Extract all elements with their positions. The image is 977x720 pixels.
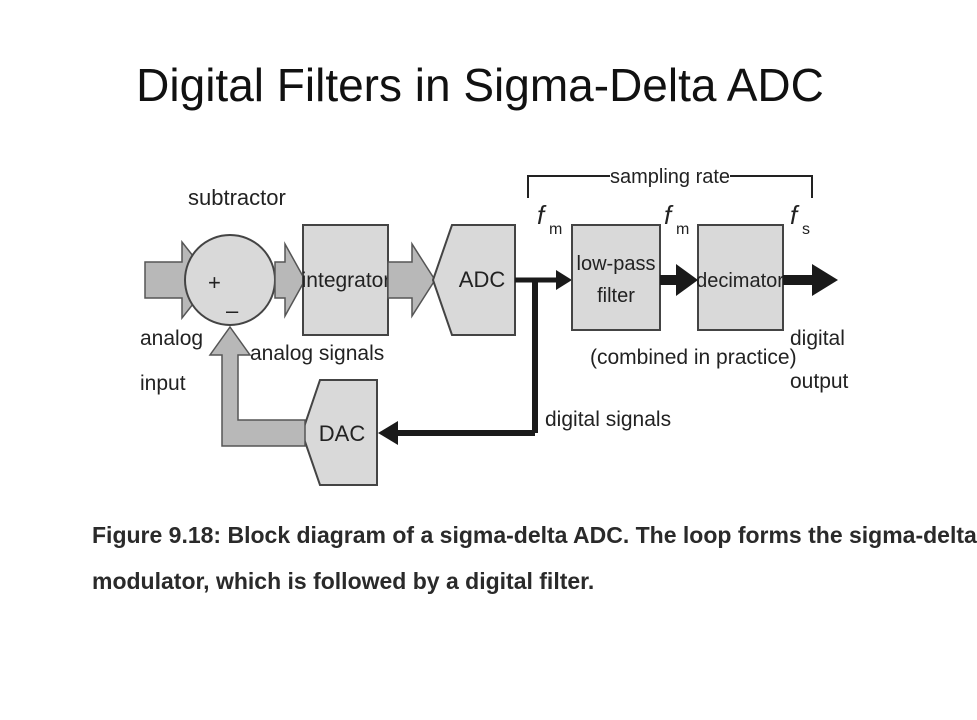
fs-label: f: [790, 200, 800, 230]
plus-sign: +: [208, 270, 221, 295]
analog-input-label-line2: input: [140, 372, 186, 395]
adc-block: [431, 224, 516, 336]
sampling-rate-label: sampling rate: [610, 166, 730, 188]
slide-title: Digital Filters in Sigma-Delta ADC: [136, 59, 824, 111]
analog-signals-label: analog signals: [250, 342, 384, 365]
fm-label-adc: f: [537, 200, 547, 230]
figure-caption: Figure 9.18: Block diagram of a sigma-de…: [92, 512, 977, 604]
decimator-label: decimator: [696, 270, 784, 292]
lowpass-label-line2: filter: [597, 285, 635, 307]
fm-sub-adc: m: [549, 221, 562, 238]
digital-feedback-arrowhead: [378, 421, 398, 445]
lowpass-output-arrowhead: [676, 264, 698, 296]
integrator-block: [302, 224, 389, 336]
fm-sub-filter: m: [676, 221, 689, 238]
analog-input-label-line1: analog: [140, 327, 203, 350]
decimator-block: [697, 224, 784, 331]
caption-line-2: modulator, which is followed by a digita…: [92, 568, 595, 594]
digital-signals-label: digital signals: [545, 408, 671, 431]
arrow-to-adc: [387, 241, 436, 319]
digital-output-label-line1: digital: [790, 327, 845, 350]
lowpass-filter-block: [571, 224, 661, 331]
lowpass-label-line1: low-pass: [577, 253, 656, 275]
sampling-rate-bracket: [527, 175, 813, 198]
adc-label: ADC: [459, 267, 506, 292]
caption-line-1: Figure 9.18: Block diagram of a sigma-de…: [92, 522, 977, 548]
subtractor-label: subtractor: [188, 185, 286, 210]
dac-label: DAC: [319, 421, 366, 446]
integrator-label: integrator: [302, 269, 391, 292]
fm-label-filter: f: [664, 200, 674, 230]
minus-sign: –: [226, 298, 239, 323]
analog-feedback-arrow: [208, 325, 306, 447]
digital-output-arrowhead: [812, 264, 838, 296]
fs-sub: s: [802, 221, 810, 238]
combined-in-practice-label: (combined in practice): [590, 346, 797, 369]
arrow-to-integrator: [274, 241, 306, 319]
digital-output-label-line2: output: [790, 370, 849, 393]
adc-output-arrowhead: [556, 270, 572, 290]
